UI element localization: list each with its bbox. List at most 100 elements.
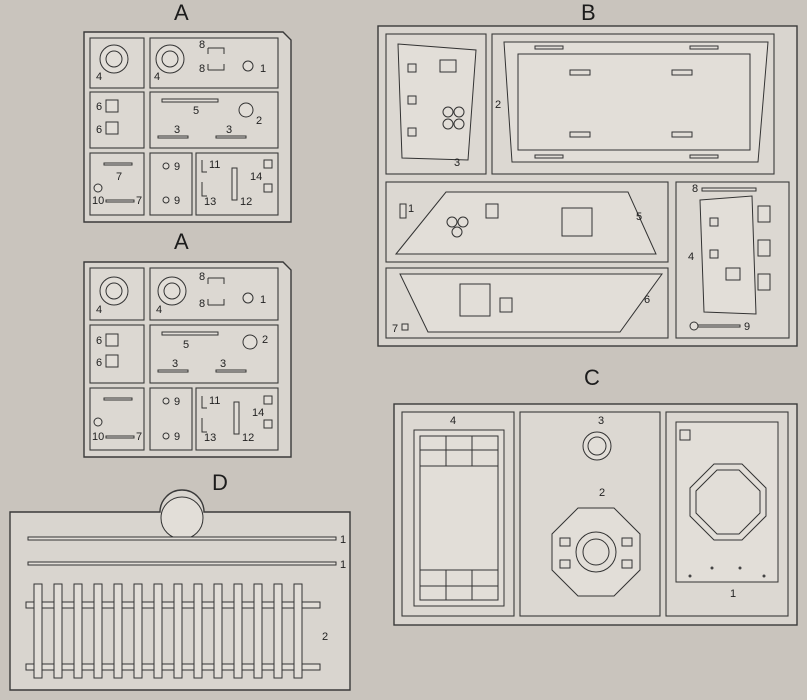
part-number: 2	[495, 99, 501, 111]
part-number: 13	[204, 432, 216, 444]
disc-part	[242, 334, 258, 350]
part-number: 8	[692, 183, 698, 195]
block-detail	[559, 559, 571, 569]
part-number: 11	[209, 159, 220, 171]
dot-detail	[738, 566, 742, 570]
part-number: 13	[204, 196, 216, 208]
part-number: 2	[322, 631, 328, 643]
small-disc-part	[162, 397, 170, 405]
strip-part	[157, 135, 189, 139]
sprue-d: D 1 1 2	[9, 470, 351, 691]
hatch-detail	[709, 217, 719, 227]
part-number: 5	[193, 105, 199, 117]
small-disc-part	[93, 417, 103, 427]
strip-detail	[689, 45, 719, 50]
sprue-cell	[149, 152, 193, 216]
part-1	[399, 203, 407, 219]
block-part	[105, 333, 119, 347]
part-number: 7	[136, 195, 142, 207]
bracket-detail	[757, 239, 771, 257]
strip-part	[215, 369, 247, 373]
block-part	[263, 183, 273, 193]
part-number: 1	[340, 559, 346, 571]
rod-part	[161, 331, 219, 336]
small-disc-part	[162, 432, 170, 440]
track-link	[273, 583, 283, 679]
block-detail	[621, 559, 633, 569]
hull-floor-part	[503, 41, 769, 163]
strip-detail	[534, 154, 564, 159]
block-detail	[621, 537, 633, 547]
wheel-hub	[161, 50, 179, 68]
part-number: 1	[340, 534, 346, 546]
slot-detail	[671, 69, 693, 76]
slot-detail	[569, 69, 591, 76]
part-number: 8	[199, 271, 205, 283]
hatch-detail	[725, 267, 741, 281]
track-link	[153, 583, 163, 679]
track-link	[73, 583, 83, 679]
small-disc-part	[242, 292, 254, 304]
post-part	[231, 167, 238, 201]
rod-part	[701, 187, 757, 192]
part-number: 1	[408, 203, 414, 215]
grille-part	[413, 429, 505, 607]
round-detail	[451, 226, 463, 238]
track-link	[133, 583, 143, 679]
part-number: 6	[96, 335, 102, 347]
part-number: 7	[116, 171, 122, 183]
part-number: 2	[599, 487, 605, 499]
rod-part	[27, 561, 337, 566]
part-number: 1	[260, 63, 266, 75]
strip-part	[215, 135, 247, 139]
dot-detail	[688, 574, 692, 578]
round-detail	[453, 118, 465, 130]
strip-part	[157, 369, 189, 373]
bracket-part	[207, 277, 225, 284]
part-number: 6	[644, 294, 650, 306]
part-number: 9	[174, 431, 180, 443]
grille-inner	[419, 435, 499, 601]
hull-floor-inner	[517, 53, 751, 151]
sprue-letter: A	[174, 229, 189, 254]
post-part	[233, 401, 240, 435]
block-part	[263, 395, 273, 405]
bracket-part	[201, 160, 207, 173]
rod-part	[697, 324, 741, 328]
part-number: 7	[136, 431, 142, 443]
part-number: 8	[199, 298, 205, 310]
part-number: 4	[450, 415, 456, 427]
small-disc-part	[93, 183, 103, 193]
square-detail	[679, 429, 691, 441]
small-disc-part	[242, 60, 254, 72]
track-link	[253, 583, 263, 679]
track-link	[173, 583, 183, 679]
hatch-detail	[709, 249, 719, 259]
part-number: 6	[96, 357, 102, 369]
dot-detail	[710, 566, 714, 570]
part-number: 14	[252, 407, 264, 419]
part-number: 3	[226, 124, 232, 136]
sprue-a-middle: A 4 4 8 8 1 6 6 5 2 3 3 10	[83, 229, 292, 458]
slot-detail	[569, 131, 591, 138]
sprue-gate	[160, 496, 204, 540]
round-detail	[446, 216, 458, 228]
ring-inner	[587, 436, 607, 456]
part-number: 3	[174, 124, 180, 136]
hatch-detail	[407, 95, 417, 105]
part-number: 9	[744, 321, 750, 333]
small-disc-part	[162, 162, 170, 170]
strip-part	[103, 397, 133, 401]
hatch-detail	[459, 283, 491, 317]
part-number: 3	[220, 358, 226, 370]
part-number: 12	[240, 196, 252, 208]
part-number: 4	[156, 304, 162, 316]
side-panel-part	[397, 43, 477, 161]
block-part	[263, 159, 273, 169]
strip-detail	[689, 154, 719, 159]
track-links	[25, 583, 321, 679]
part-number: 14	[250, 171, 262, 183]
part-number: 1	[260, 294, 266, 306]
hatch-detail	[485, 203, 499, 219]
